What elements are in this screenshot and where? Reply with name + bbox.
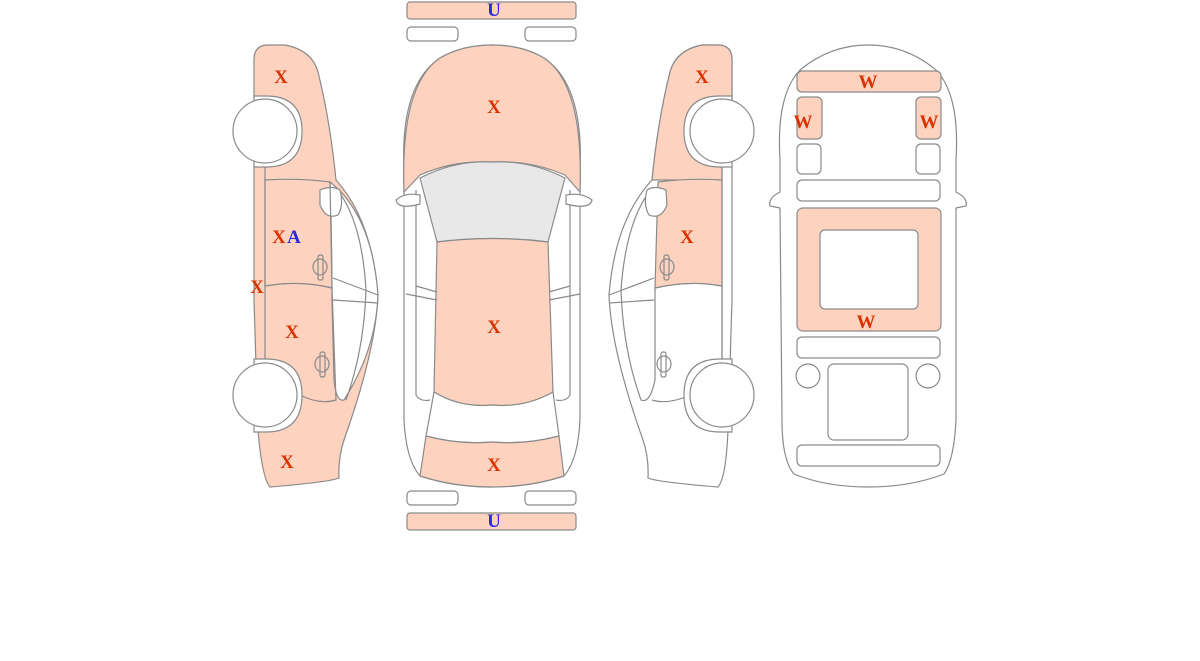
mark-left-front-door-extra: A — [287, 227, 301, 248]
glass-view — [769, 44, 967, 488]
left-rear-wheel — [232, 358, 303, 433]
mark-windshield: W — [859, 72, 878, 93]
front-bumper-strip — [406, 1, 577, 20]
left-door-handle-rear — [314, 351, 330, 378]
mark-left-rear-door: X — [285, 322, 299, 343]
rear-bumper-strip — [406, 512, 577, 531]
top-left-pillar-lines — [405, 190, 438, 402]
mark-roof: X — [487, 317, 501, 338]
top-view — [395, 1, 593, 531]
mark-right-front-fender: X — [695, 67, 709, 88]
front-light-right — [524, 26, 577, 42]
rear-left-window — [796, 143, 822, 175]
mark-rear-bumper: U — [487, 511, 501, 532]
top-mirror-right — [565, 193, 593, 207]
damage-marks: X X A X X X U X X X U X X W W W W — [250, 0, 938, 532]
front-light-left — [406, 26, 459, 42]
mark-left-front-fender: X — [274, 67, 288, 88]
windshield-strip — [796, 70, 942, 93]
rear-roof-strip — [796, 336, 941, 359]
mark-hood: X — [487, 97, 501, 118]
right-rear-wheel — [683, 358, 755, 433]
right-handle-lines — [608, 277, 655, 304]
rear-strip — [796, 444, 941, 467]
rear-right-window — [915, 143, 941, 175]
rear-window — [827, 363, 909, 441]
mark-left-front-window: W — [794, 112, 813, 133]
top-right-pillar-lines — [548, 190, 581, 402]
rear-light-right — [524, 490, 577, 506]
front-roof-strip — [796, 179, 941, 202]
right-door-inner-line — [620, 187, 656, 402]
rear-left-quarter-glass — [795, 363, 821, 389]
rear-light-left — [406, 490, 459, 506]
mark-left-sill: X — [250, 277, 264, 298]
windshield-glass — [419, 161, 566, 243]
right-front-wheel — [683, 95, 755, 168]
sunroof-glass — [819, 229, 919, 310]
right-door-handle-rear — [656, 351, 672, 378]
mark-left-front-door: X — [272, 227, 286, 248]
mark-right-front-window: W — [920, 112, 939, 133]
left-door-handle-front — [312, 254, 328, 281]
left-side-view — [232, 44, 379, 488]
top-mirror-left — [395, 193, 421, 207]
left-rear-door-line — [264, 282, 337, 403]
right-side-view — [608, 44, 755, 488]
mark-right-front-door: X — [680, 227, 694, 248]
front-right-window — [915, 96, 942, 140]
trunk-panel — [419, 435, 565, 488]
right-door-handle-front — [659, 254, 675, 281]
left-front-wheel — [232, 95, 303, 168]
mark-front-bumper: U — [487, 0, 501, 21]
mark-left-rear-quarter: X — [280, 452, 294, 473]
rear-right-quarter-glass — [915, 363, 941, 389]
mark-trunk: X — [487, 455, 501, 476]
front-left-window — [796, 96, 823, 140]
right-mirror — [644, 186, 668, 217]
left-handle-lines — [332, 277, 379, 304]
mark-sunroof-rear: W — [857, 312, 876, 333]
